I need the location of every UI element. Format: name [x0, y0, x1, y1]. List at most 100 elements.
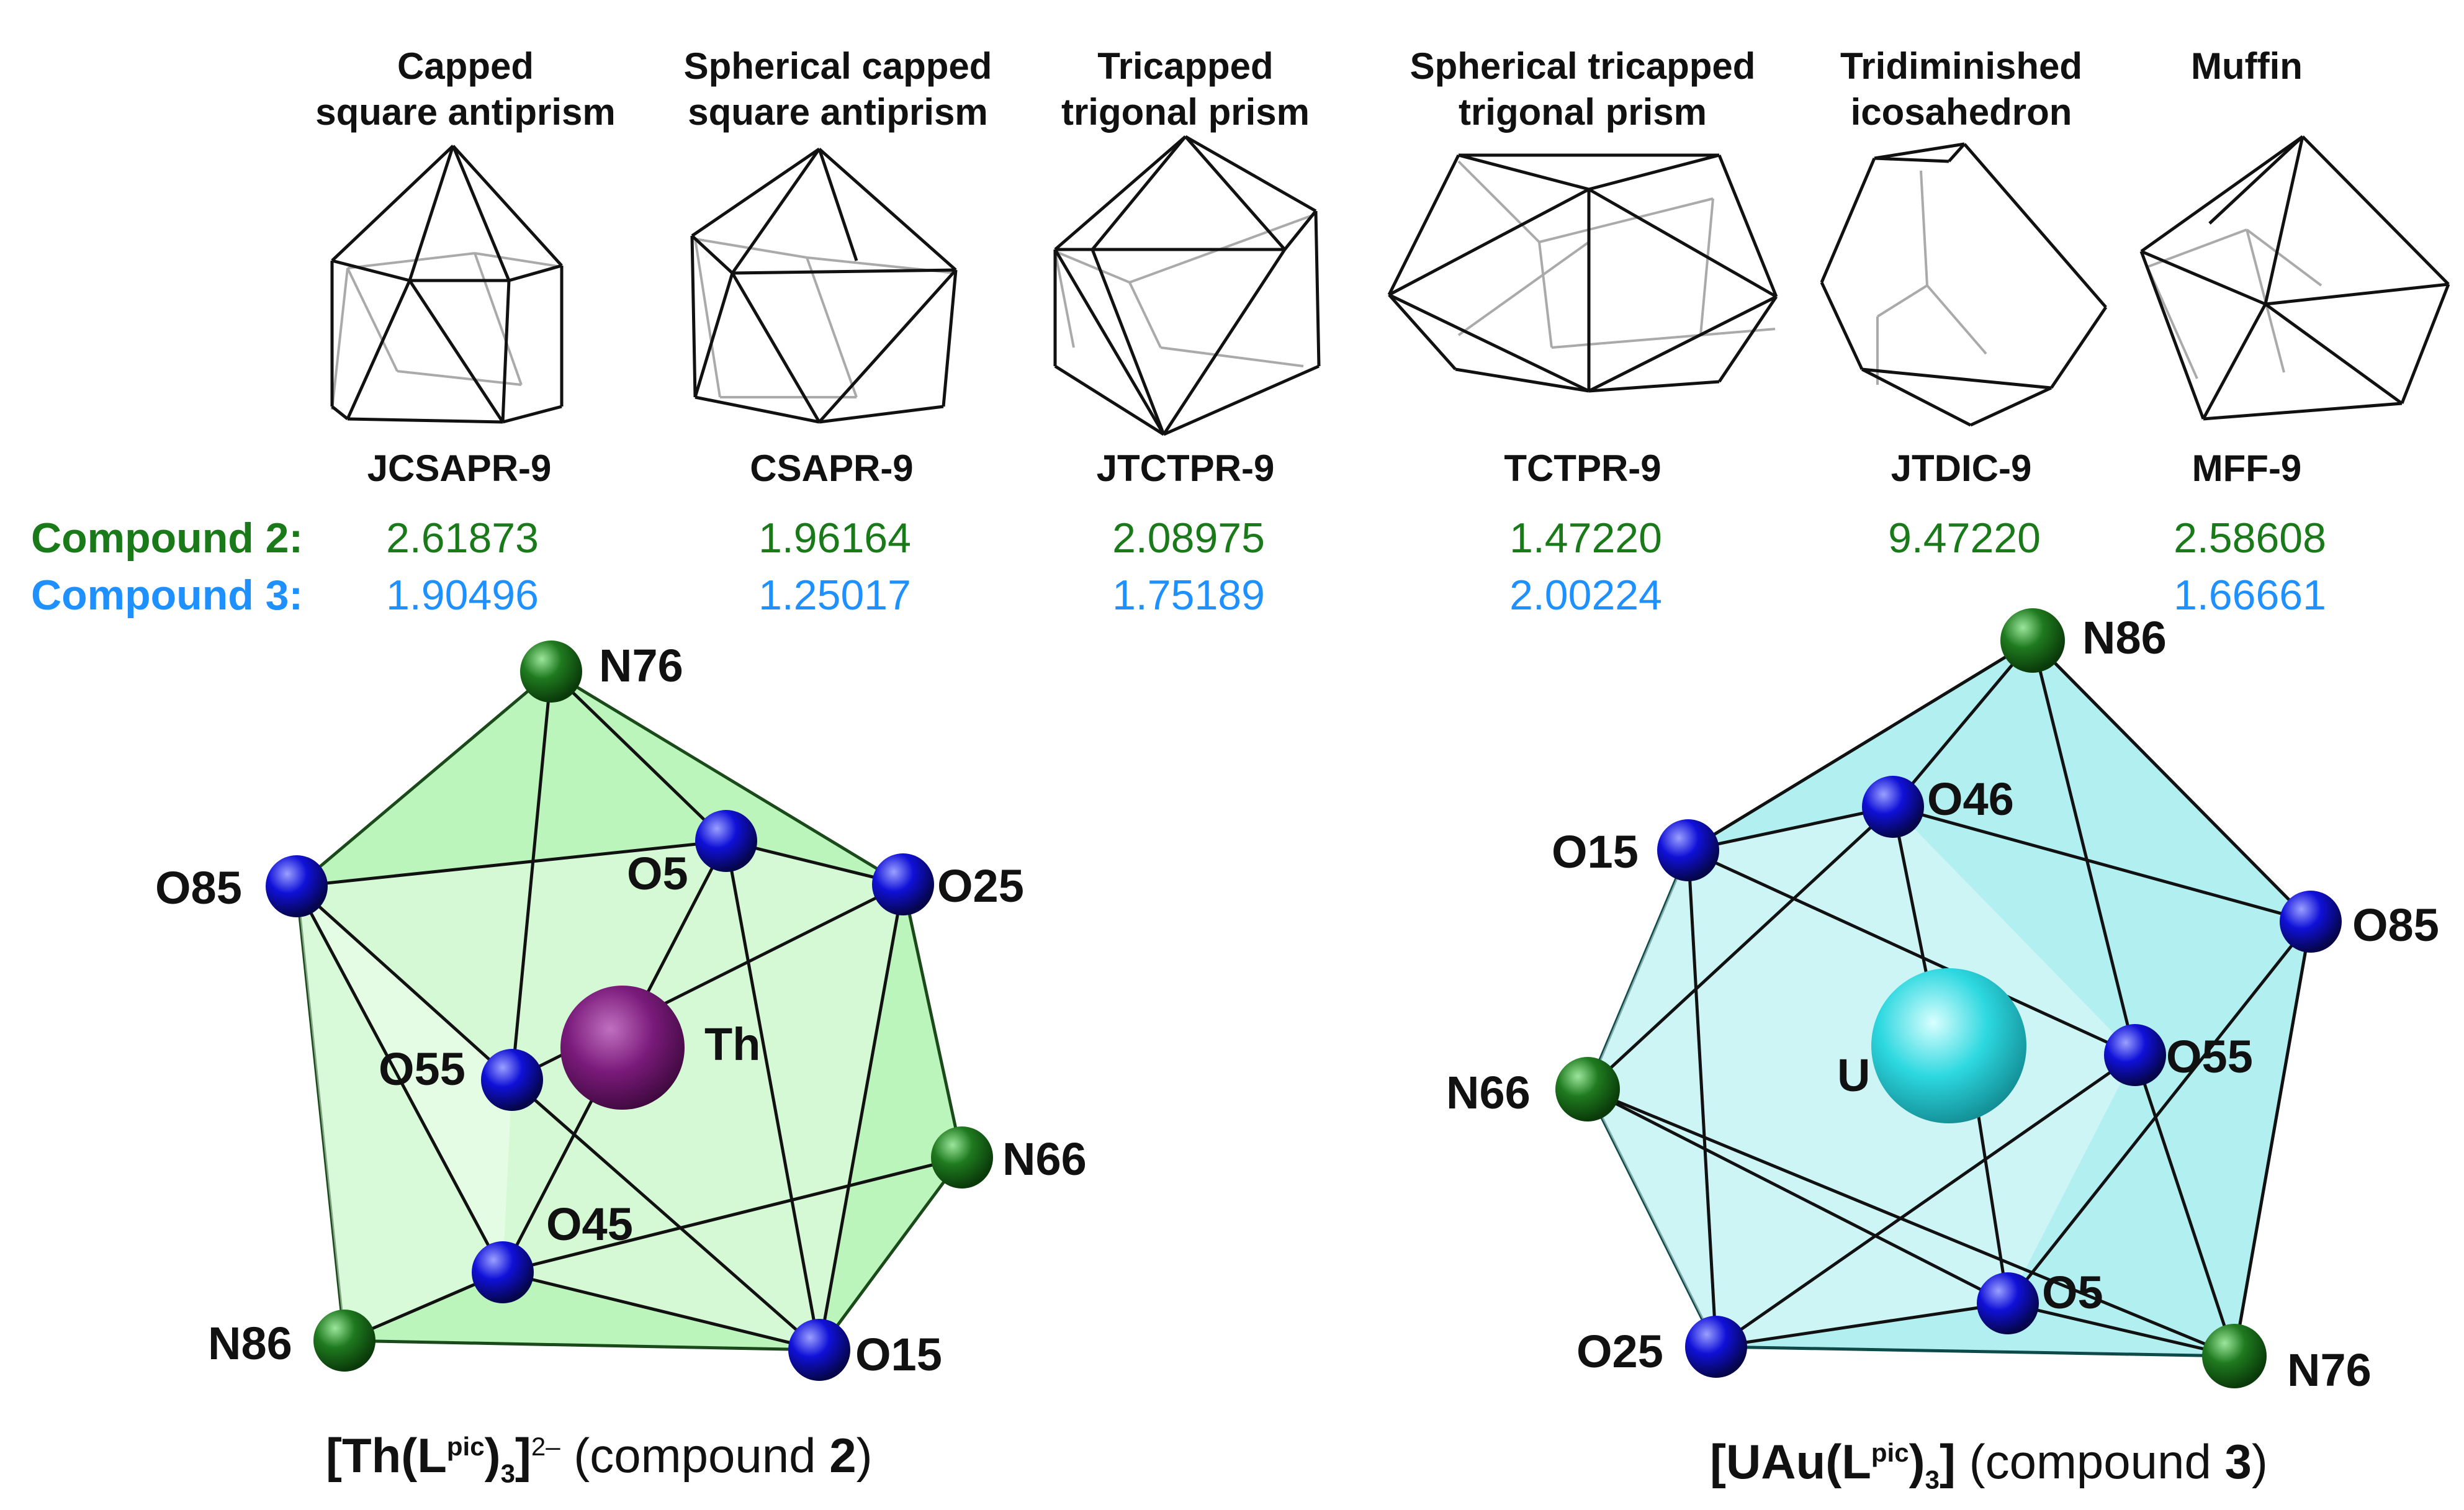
- label-o85: O85: [155, 862, 242, 914]
- label-o5: O5: [627, 848, 688, 899]
- caption-compound-number: 2: [829, 1428, 857, 1483]
- shape-title-jtctpr: Tricapped trigonal prism: [987, 43, 1384, 135]
- caption-sub: 3: [500, 1458, 515, 1488]
- label-o5-right: O5: [2042, 1267, 2103, 1318]
- shape-code-jtdic: JTDIC-9: [1891, 447, 2032, 489]
- shape-title-line: icosahedron: [1850, 91, 2072, 133]
- label-n76-right: N76: [2287, 1344, 2372, 1396]
- label-n66-right: N66: [1446, 1067, 1531, 1118]
- caption-compound-number: 3: [2224, 1434, 2252, 1489]
- polyhedron-jtdic-icon: [1820, 142, 2108, 427]
- caption-sup: pic: [446, 1432, 485, 1461]
- caption-text-end: ): [2251, 1434, 2268, 1489]
- shape-title-line: Muffin: [2191, 45, 2303, 87]
- caption-formula: [UAu(L: [1710, 1434, 1871, 1489]
- label-o46: O46: [1927, 773, 2014, 825]
- compound-3-label: Compound 3:: [31, 572, 304, 619]
- value-c3-jcsapr: 1.90496: [386, 572, 539, 619]
- atom-n76-right: [2202, 1324, 2267, 1388]
- atom-o46: [1862, 776, 1924, 838]
- shape-title-line: Spherical tricapped: [1410, 45, 1756, 87]
- value-c2-jtdic: 9.47220: [1888, 515, 2041, 562]
- value-c2-mff: 2.58608: [2174, 515, 2326, 562]
- caption-charge: 2–: [531, 1432, 560, 1461]
- shape-title-line: Tricapped: [1097, 45, 1274, 87]
- value-c3-mff: 1.66661: [2174, 572, 2326, 619]
- atom-n86-right: [2000, 608, 2065, 673]
- atom-o55: [481, 1049, 543, 1111]
- thorium-atom: [560, 986, 685, 1110]
- label-o55-right: O55: [2166, 1031, 2253, 1082]
- caption-formula-close: ): [1909, 1434, 1925, 1489]
- compound-2-label: Compound 2:: [31, 515, 304, 562]
- atom-o5: [695, 810, 757, 872]
- uranium-atom: [1871, 968, 2026, 1123]
- label-o25: O25: [937, 860, 1024, 912]
- atom-n76: [520, 640, 582, 703]
- structure-compound-2: [266, 640, 993, 1381]
- atom-o5-right: [1977, 1272, 2039, 1334]
- metal-label-u: U: [1837, 1049, 1871, 1101]
- shape-title-csapr: Spherical capped square antiprism: [639, 43, 1036, 135]
- shape-title-jtdic: Tridiminished icosahedron: [1763, 43, 2160, 135]
- atom-o25-right: [1685, 1316, 1747, 1378]
- label-o55: O55: [379, 1043, 465, 1095]
- structure-compound-3: [1555, 608, 2342, 1388]
- label-n76: N76: [599, 640, 683, 691]
- caption-sup: pic: [1871, 1438, 1909, 1467]
- atom-n66: [931, 1126, 993, 1189]
- atom-o25: [872, 853, 934, 915]
- atom-o85-right: [2280, 891, 2342, 953]
- caption-text: (compound: [560, 1428, 830, 1483]
- shape-title-mff: Muffin: [2048, 43, 2445, 89]
- label-o45: O45: [546, 1198, 633, 1250]
- shape-title-line: Spherical capped: [683, 45, 992, 87]
- label-o25-right: O25: [1576, 1326, 1663, 1377]
- label-n86-right: N86: [2082, 612, 2167, 663]
- shape-code-mff: MFF-9: [2192, 447, 2302, 489]
- caption-bracket: ]: [1939, 1434, 1956, 1489]
- caption-bracket: ]: [515, 1428, 531, 1483]
- shape-title-line: trigonal prism: [1061, 91, 1310, 133]
- value-c2-csapr: 1.96164: [758, 515, 911, 562]
- caption-sub: 3: [1925, 1465, 1940, 1494]
- shape-code-tctpr: TCTPR-9: [1504, 447, 1661, 489]
- shape-code-csapr: CSAPR-9: [750, 447, 914, 489]
- atom-o15-right: [1657, 819, 1719, 881]
- caption-compound-2: [Th(Lpic)3]2– (compound 2): [326, 1427, 873, 1489]
- shape-code-jcsapr: JCSAPR-9: [367, 447, 552, 489]
- shape-title-line: Tridiminished: [1840, 45, 2083, 87]
- value-c2-jtctpr: 2.08975: [1112, 515, 1265, 562]
- atom-o85: [266, 855, 328, 917]
- atom-o55-right: [2104, 1024, 2166, 1086]
- polyhedron-csapr-icon: [690, 147, 958, 424]
- label-o15: O15: [855, 1329, 942, 1380]
- label-n86: N86: [208, 1318, 292, 1369]
- caption-formula: [Th(L: [326, 1428, 447, 1483]
- caption-formula-close: ): [484, 1428, 501, 1483]
- value-c2-tctpr: 1.47220: [1509, 515, 1662, 562]
- polyhedron-tctpr-icon: [1387, 153, 1778, 393]
- value-c3-tctpr: 2.00224: [1509, 572, 1662, 619]
- caption-compound-3: [UAu(Lpic)3] (compound 3): [1710, 1434, 2268, 1495]
- value-c2-jcsapr: 2.61873: [386, 515, 539, 562]
- label-o85-right: O85: [2352, 899, 2439, 951]
- shape-title-line: trigonal prism: [1458, 91, 1707, 133]
- shape-title-jcsapr: Capped square antiprism: [267, 43, 664, 135]
- value-c3-csapr: 1.25017: [758, 572, 911, 619]
- atom-o45: [472, 1241, 534, 1303]
- shape-title-tctpr: Spherical tricapped trigonal prism: [1384, 43, 1781, 135]
- shape-code-jtctpr: JTCTPR-9: [1096, 447, 1275, 489]
- polyhedron-jtctpr-icon: [1053, 135, 1321, 436]
- atom-n86: [313, 1310, 375, 1372]
- shape-title-line: square antiprism: [688, 91, 988, 133]
- atom-n66-right: [1555, 1057, 1620, 1121]
- metal-label-th: Th: [704, 1018, 761, 1070]
- label-o15-right: O15: [1552, 826, 1639, 878]
- shape-title-line: square antiprism: [315, 91, 616, 133]
- label-n66: N66: [1002, 1133, 1087, 1185]
- caption-text-end: ): [856, 1428, 873, 1483]
- polyhedron-jcsapr-icon: [330, 145, 564, 424]
